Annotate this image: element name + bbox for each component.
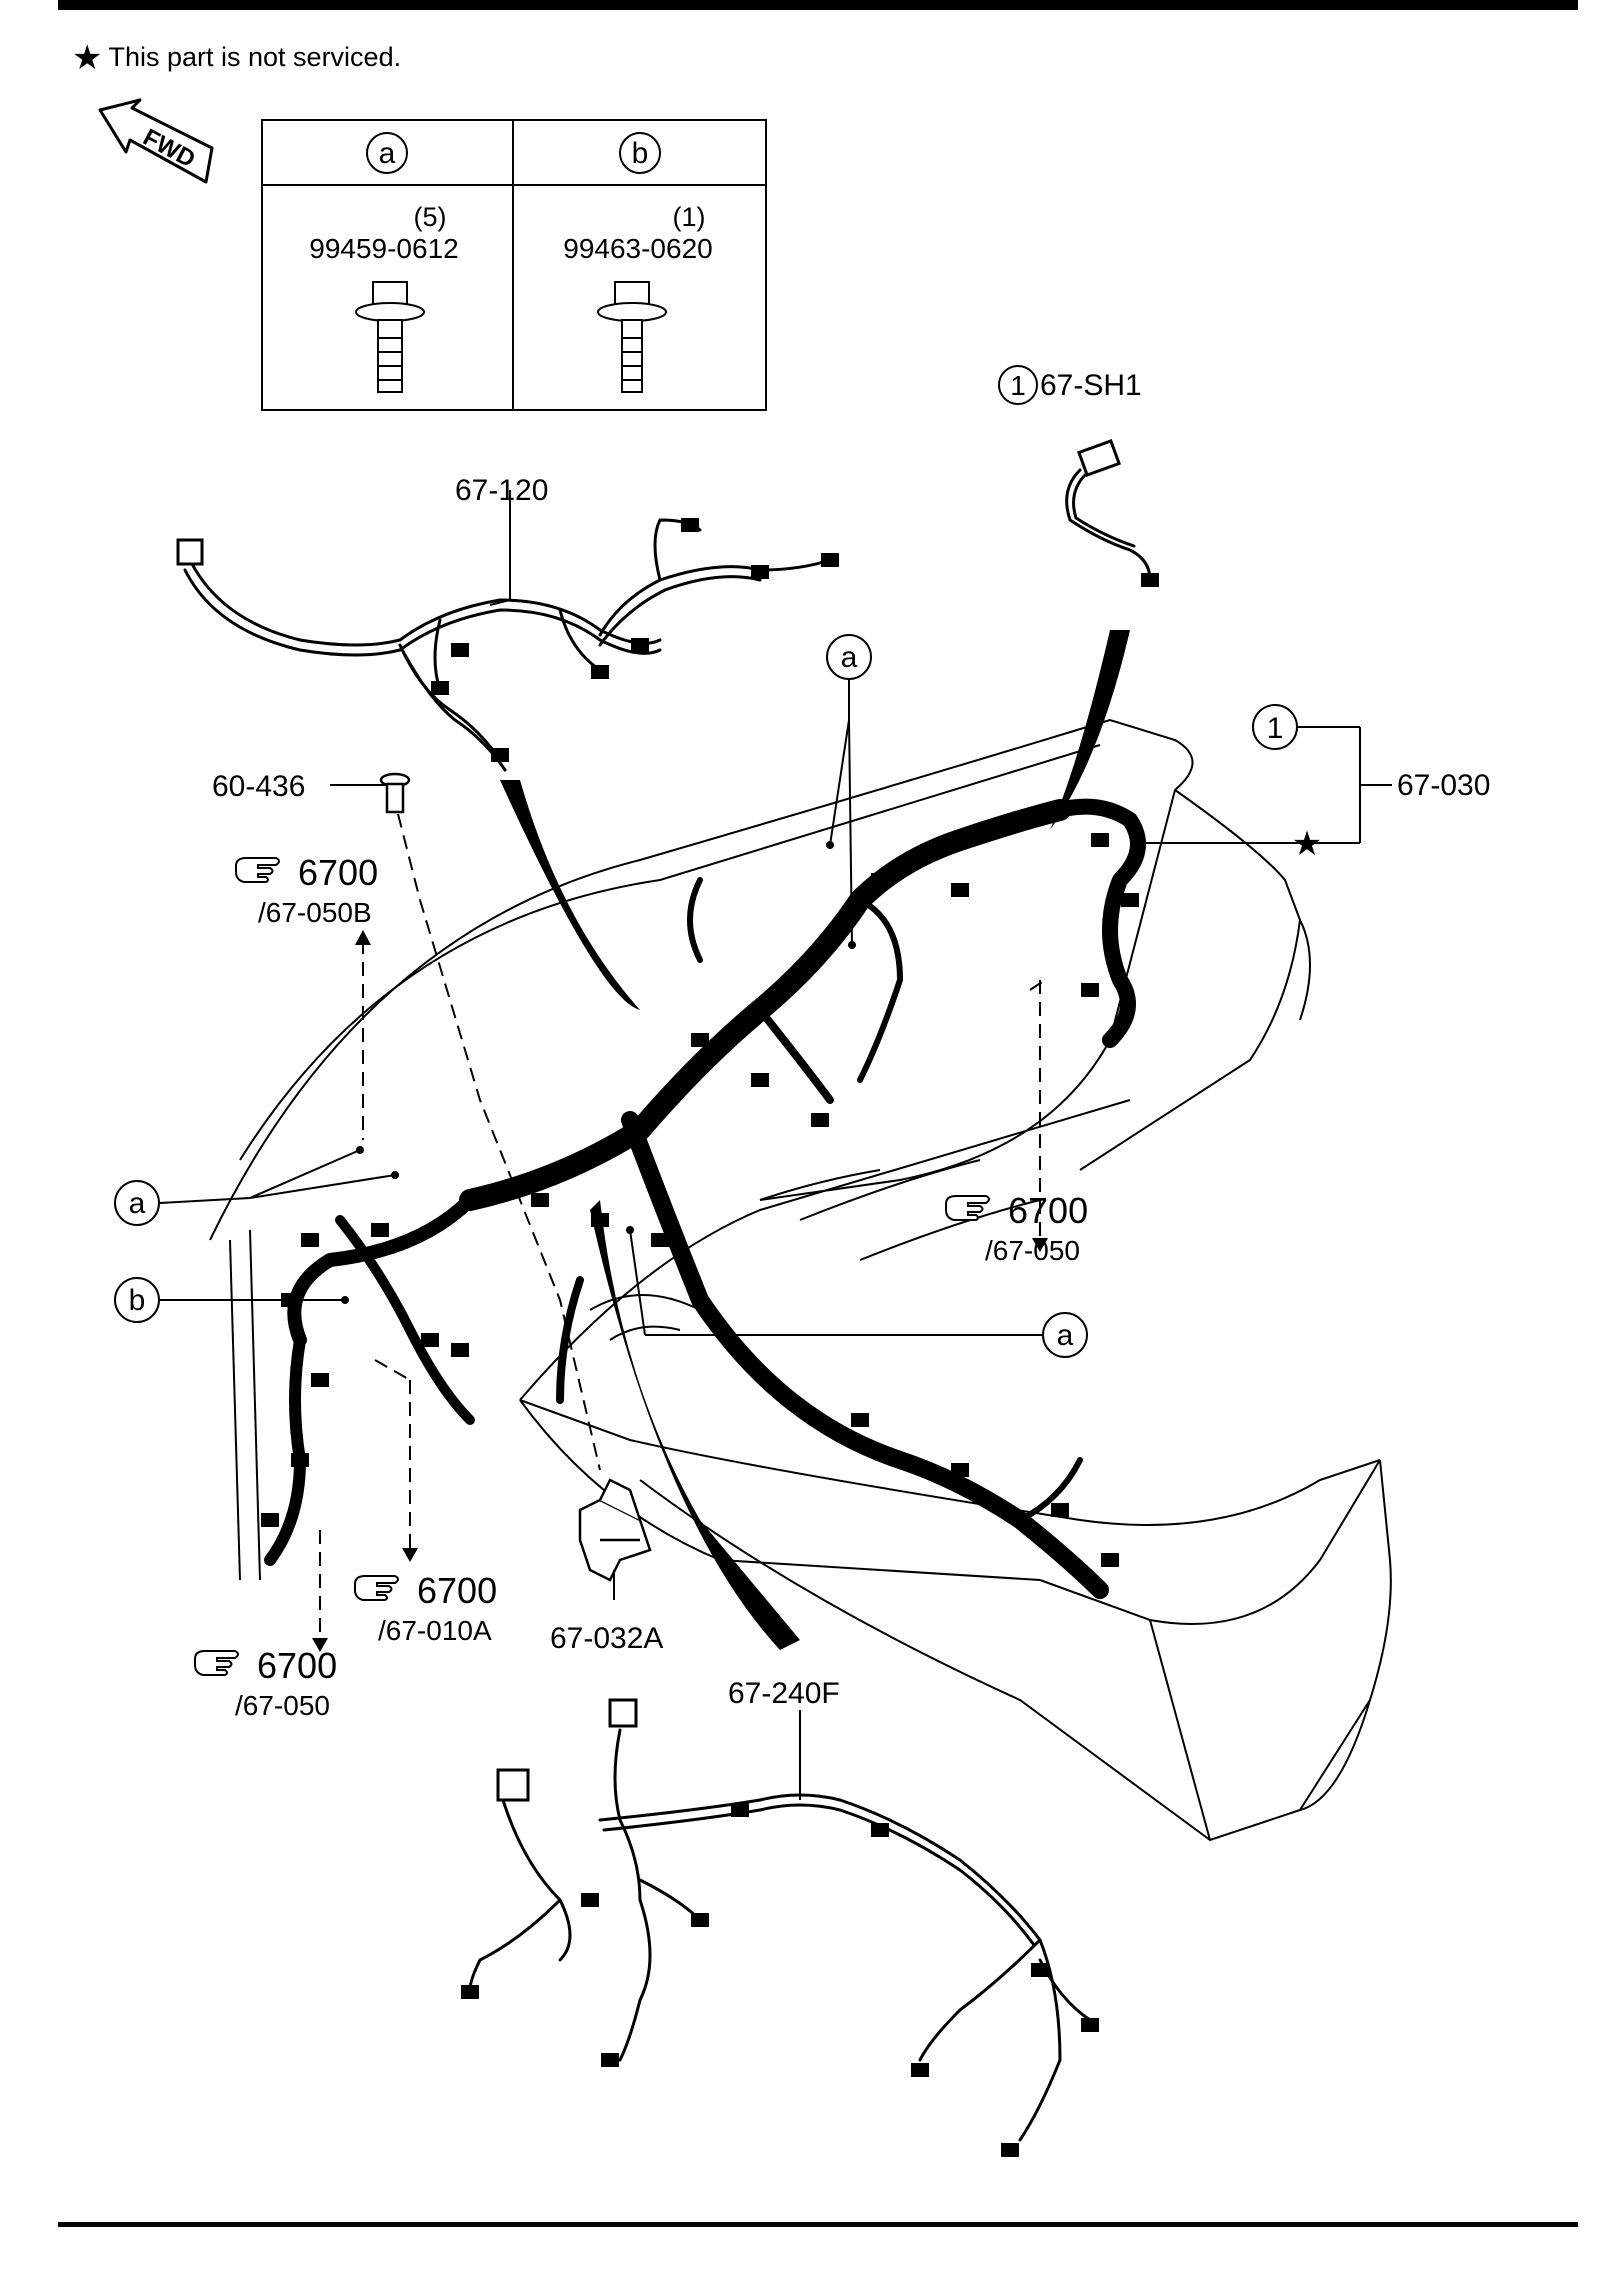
leader-dots: [341, 841, 856, 1304]
ref-050-left-label: /67-050: [235, 1690, 330, 1721]
callout-a-center: a: [1057, 1319, 1074, 1352]
clip-60-436: [379, 772, 411, 814]
ref-050b-code: 6700: [298, 852, 378, 893]
star-marker-icon: ★: [1292, 825, 1322, 863]
column-a-part-number: 99459-0612: [309, 233, 458, 264]
callout-circles: [114, 365, 1298, 1358]
pointer-bands: [500, 630, 1130, 1650]
callout-a-top: a: [841, 641, 858, 674]
star-icon: ★: [72, 39, 103, 77]
fastener-table: a b (5) 99459-0612 (1) 99463-0620: [261, 119, 767, 411]
column-b-qty: (1): [673, 202, 706, 232]
bracket-67-032a: [578, 1478, 652, 1582]
column-a-key: a: [379, 137, 396, 170]
callout-a-left: a: [129, 1187, 146, 1220]
sh1-circle-number: 1: [1010, 370, 1026, 401]
harness-67-240f-connectors: [461, 1698, 1099, 2157]
ref-050-right-label: /67-050: [985, 1235, 1080, 1266]
label-60-436: 60-436: [212, 770, 305, 803]
bottom-rule: [58, 2222, 1578, 2227]
column-a-circle: [366, 132, 408, 174]
main-harness-67-030: [264, 798, 1146, 1599]
column-b-key: b: [632, 137, 649, 170]
leader-lines: [159, 490, 1392, 1800]
dashed-leaders: [319, 813, 1046, 1640]
ref-6700-67-050b: 6700 /67-050B: [235, 852, 378, 928]
harness-67-240f: [468, 1728, 1092, 2142]
harness-67-120: [183, 518, 832, 772]
ref-050-right-code: 6700: [1008, 1190, 1088, 1231]
ref-6700-67-050-left: 6700 /67-050: [194, 1645, 337, 1721]
label-67-240f: 67-240F: [728, 1677, 840, 1710]
column-a-qty: (5): [414, 202, 447, 232]
note-text: This part is not serviced.: [108, 42, 402, 72]
column-b-circle: [619, 132, 661, 174]
column-b-part-number: 99463-0620: [563, 233, 712, 264]
fwd-arrow-icon: FWD: [98, 98, 214, 184]
harness-67-120-connectors: [176, 518, 839, 762]
ref-050b-label: /67-050B: [258, 897, 372, 928]
bolt-b-icon: [597, 281, 667, 393]
callout-b-left: b: [129, 1284, 146, 1317]
top-rule: [58, 0, 1578, 10]
ref-6700-67-050-right: 6700 /67-050: [945, 1190, 1088, 1266]
ref-6700-67-010a: 6700 /67-010A: [354, 1570, 497, 1646]
ref-010a-code: 6700: [417, 1570, 497, 1611]
group-circle-number: 1: [1267, 712, 1284, 745]
label-67-032a: 67-032A: [550, 1622, 663, 1655]
label-67-sh1: 67-SH1: [1040, 369, 1142, 402]
dashed-arrowheads: [312, 930, 1048, 1652]
label-67-120: 67-120: [455, 474, 548, 507]
harness-67-sh1-connectors: [1076, 438, 1159, 587]
harness-67-sh1: [1065, 468, 1152, 582]
bolt-a-icon: [355, 281, 425, 393]
not-serviced-note: ★This part is not serviced.: [72, 38, 401, 78]
ref-010a-label: /67-010A: [378, 1615, 492, 1646]
label-67-030: 67-030: [1397, 769, 1490, 802]
ref-050-left-code: 6700: [257, 1645, 337, 1686]
